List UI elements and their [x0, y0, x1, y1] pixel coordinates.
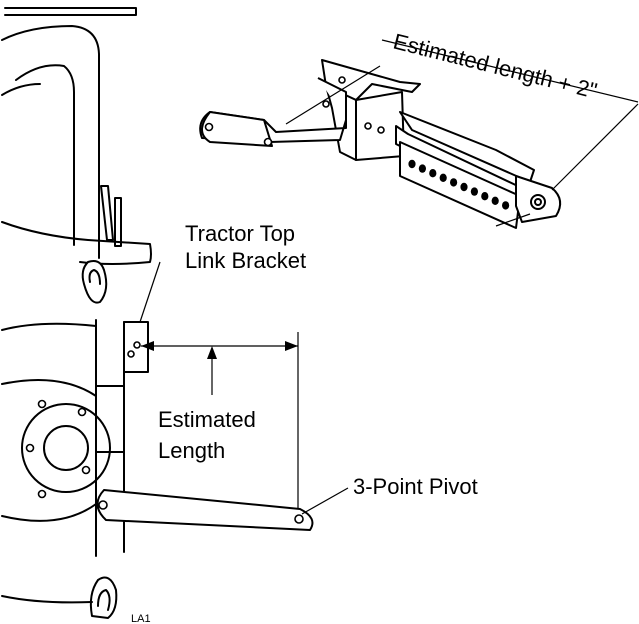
adjuster-hole [502, 201, 510, 210]
pivot-leader [301, 487, 349, 515]
adjuster-hole [450, 178, 458, 187]
lower-link-arm [96, 489, 314, 531]
plus-two-dimension [285, 39, 639, 227]
adjuster-hole [460, 182, 468, 192]
estimated-length-label-line2: Length [158, 438, 225, 463]
bracket-leader [139, 261, 161, 323]
adjuster-hole [408, 159, 416, 169]
adjuster-hole [491, 196, 499, 205]
estimated-length-dimension [141, 332, 299, 512]
pivot-label: 3-Point Pivot [353, 474, 478, 499]
adjuster-holes [408, 159, 510, 210]
bracket-label-line2: Link Bracket [185, 248, 306, 273]
figure-code-label: LA1 [131, 613, 151, 624]
adjustable-top-link-assembly [199, 59, 562, 229]
bracket-label-line1: Tractor Top [185, 221, 295, 246]
adjuster-hole [429, 169, 437, 178]
adjuster-hole [481, 192, 489, 201]
adjuster-hole [418, 164, 426, 173]
estimated-length-plus-label: Estimated length + 2" [391, 29, 600, 104]
tractor-drawing [1, 7, 152, 619]
adjuster-hole [470, 187, 478, 196]
adjuster-hole [439, 173, 447, 182]
estimated-length-label-line1: Estimated [158, 407, 256, 432]
